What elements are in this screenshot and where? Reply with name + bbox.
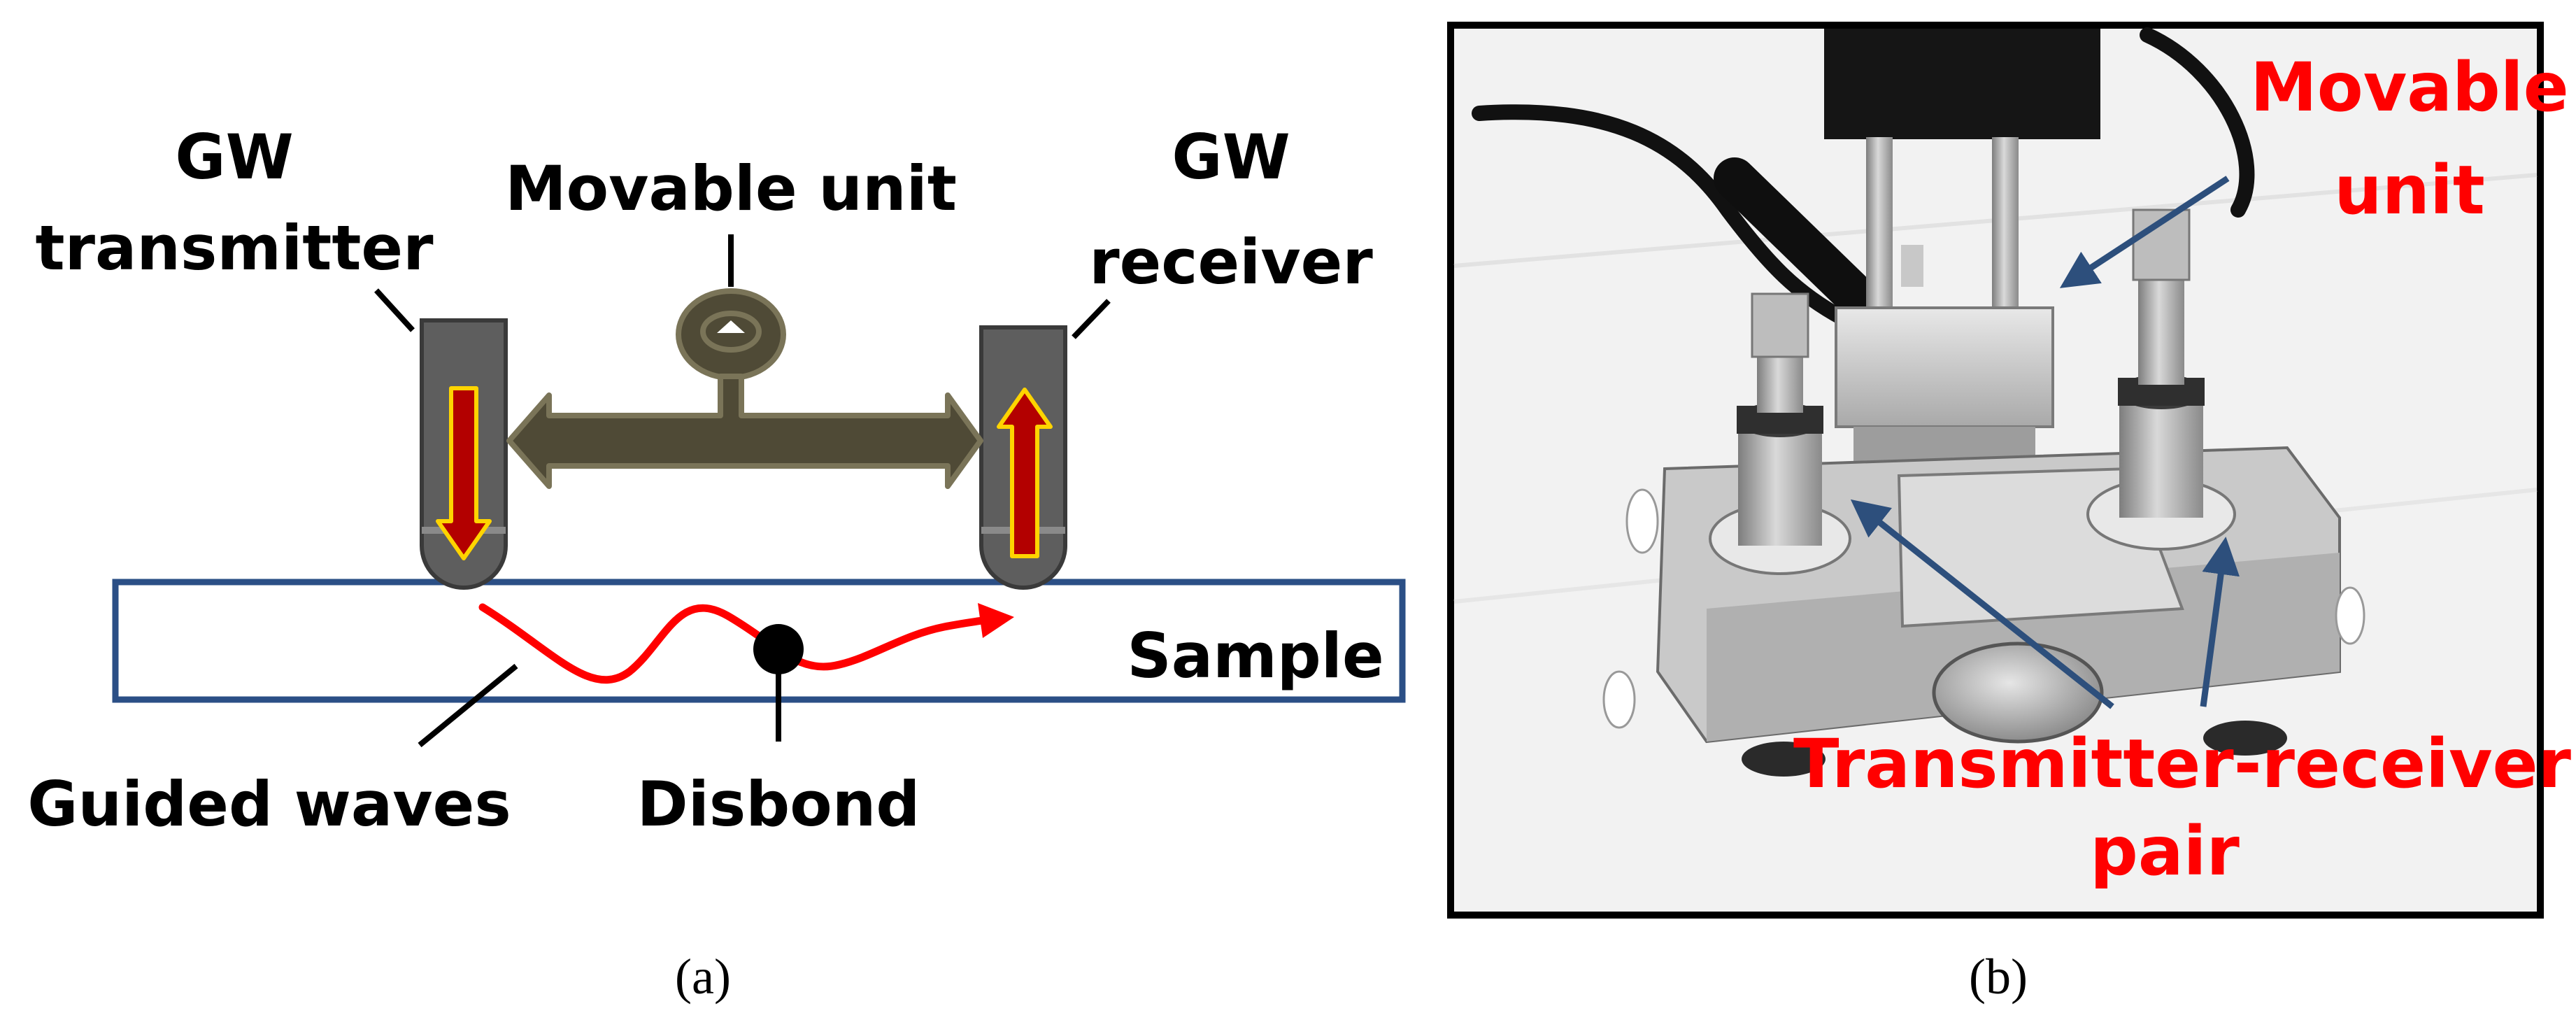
disbond-marker <box>753 624 804 674</box>
upward-arrow-icon <box>997 388 1053 558</box>
photo-label-movable-line2: unit <box>2334 151 2484 229</box>
label-transmitter-line1: GW <box>175 121 293 193</box>
label-disbond: Disbond <box>637 768 920 840</box>
label-receiver-line2: receiver <box>1089 226 1373 298</box>
guided-wave-curve <box>478 603 990 684</box>
transmitter-leader-line <box>374 288 415 332</box>
gw-receiver-probe <box>979 325 1067 590</box>
label-transmitter-line2: transmitter <box>36 212 434 284</box>
label-sample: Sample <box>1127 620 1383 692</box>
photo-label-movable-line1: Movable <box>2250 48 2569 127</box>
panel-a-diagram: GW transmitter Movable unit GW receiver … <box>27 121 1406 1005</box>
panel-b-photo: Movable unit Transmitter-receiver pair (… <box>1447 22 2572 1005</box>
movable-unit-double-arrow <box>506 374 983 489</box>
photo-top-mount <box>1824 29 2100 139</box>
movable-unit-knob <box>676 288 786 381</box>
photo-right-cable <box>2140 27 2255 218</box>
downward-arrow-icon <box>436 386 492 560</box>
photo-label-pair-line2: pair <box>2090 812 2240 891</box>
guided-waves-leader-line <box>418 663 518 748</box>
photo-bracket <box>1835 306 2054 428</box>
photo-label-pair-line1: Transmitter-receiver <box>1793 725 2572 803</box>
caption-a: (a) <box>675 949 731 1005</box>
photo-left-cable <box>1472 104 1851 326</box>
guided-wave-arrowhead-icon <box>978 603 1014 638</box>
gw-transmitter-probe <box>420 318 508 590</box>
pointer-movable-unit <box>2059 176 2230 288</box>
pointer-pair-left <box>1850 499 2114 709</box>
receiver-leader-line <box>1072 299 1111 339</box>
photo-right-transducer <box>2086 208 2236 551</box>
caption-b: (b) <box>1969 949 2028 1005</box>
label-receiver-line1: GW <box>1172 121 1290 193</box>
pointer-pair-right <box>2200 537 2240 707</box>
label-guided-waves: Guided waves <box>27 768 511 840</box>
label-movable-unit: Movable unit <box>505 153 957 225</box>
photo-left-transducer <box>1709 292 1851 575</box>
